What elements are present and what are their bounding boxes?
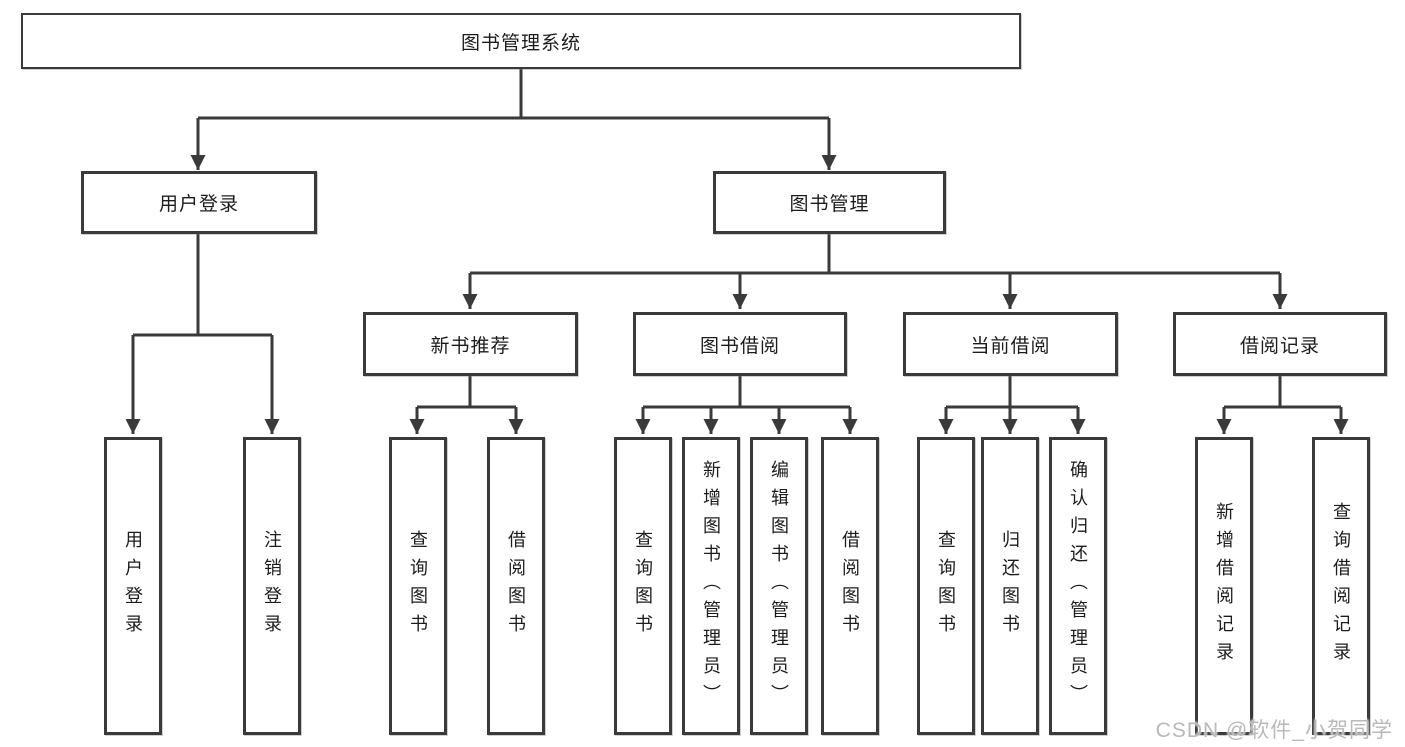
node-borrowing-records: 借阅记录 [1173, 312, 1387, 376]
leaf-bb-query-books: 查询图书 [614, 437, 672, 735]
line-current-borrow-trunk [946, 376, 1078, 409]
node-book-borrowing: 图书借阅 [633, 312, 847, 376]
leaf-nb-borrow-books: 借阅图书 [487, 437, 545, 735]
leaf-user-login: 用户登录 [104, 437, 162, 735]
watermark-text: CSDN @软件_小贺同学 [1155, 719, 1393, 742]
leaf-cb-confirm-return-admin: 确认归还（管理员） [1049, 437, 1107, 735]
node-book-management: 图书管理 [713, 171, 946, 234]
line-user-login-trunk [133, 234, 272, 337]
node-user-login: 用户登录 [81, 171, 317, 234]
leaf-br-add-record: 新增借阅记录 [1195, 437, 1253, 735]
leaf-bb-edit-books-admin: 编辑图书（管理员） [750, 437, 808, 735]
leaf-cb-query-books: 查询图书 [917, 437, 975, 735]
line-book-borrow-trunk [643, 376, 850, 409]
line-new-books-trunk [417, 376, 516, 409]
line-borrow-records-trunk [1224, 376, 1341, 409]
node-new-book-recommend: 新书推荐 [363, 312, 578, 376]
leaf-nb-query-books: 查询图书 [389, 437, 447, 735]
leaf-bb-borrow-books: 借阅图书 [821, 437, 879, 735]
leaf-br-query-record: 查询借阅记录 [1312, 437, 1370, 735]
leaf-bb-add-books-admin: 新增图书（管理员） [682, 437, 740, 735]
line-root-trunk [198, 69, 829, 120]
line-book-mgmt-trunk [470, 234, 1280, 275]
node-current-borrowing: 当前借阅 [903, 312, 1118, 376]
node-library-management-system: 图书管理系统 [21, 13, 1021, 69]
leaf-cb-return-books: 归还图书 [981, 437, 1039, 735]
leaf-logout: 注销登录 [243, 437, 301, 735]
